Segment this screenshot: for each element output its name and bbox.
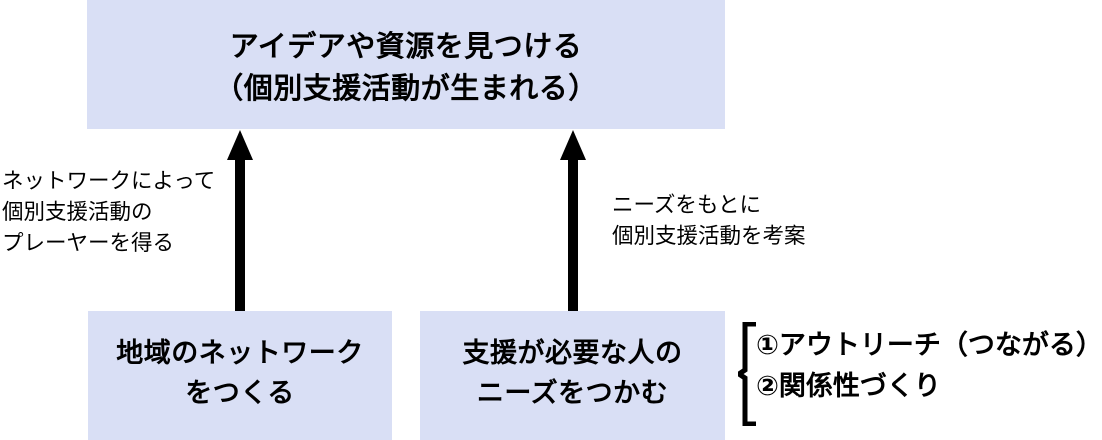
needs-box: 支援が必要な人の ニーズをつかむ [420, 311, 725, 440]
annotation-network-effect: ネットワークによって 個別支援活動の プレーヤーを得る [2, 166, 215, 259]
network-box: 地域のネットワーク をつくる [88, 311, 392, 440]
approach-list-item-2: ②関係性づくり [756, 371, 941, 401]
outcome-box-line-2: （個別支援活動が生まれる） [214, 72, 598, 105]
network-box-line-2: をつくる [185, 378, 295, 408]
arrow-network-to-outcome-icon [220, 129, 260, 312]
outcome-box-line-1: アイデアや資源を見つける [229, 30, 583, 63]
arrow-needs-to-outcome-icon [553, 129, 593, 312]
needs-box-line-2: ニーズをつかむ [476, 378, 669, 408]
approach-list-item-1: ①アウトリーチ（つながる） [756, 330, 1102, 360]
annotation-needs-based: ニーズをもとに 個別支援活動を考案 [612, 190, 806, 252]
annotation-network-effect-line-3: プレーヤーを得る [2, 231, 175, 255]
annotation-network-effect-line-2: 個別支援活動の [2, 200, 153, 224]
approach-list: ①アウトリーチ（つながる） ②関係性づくり [738, 322, 1102, 426]
annotation-needs-based-line-1: ニーズをもとに [612, 193, 761, 217]
network-box-line-1: 地域のネットワーク [116, 338, 364, 368]
needs-box-line-1: 支援が必要な人の [462, 338, 683, 368]
curly-brace-icon [738, 322, 764, 426]
outcome-box: アイデアや資源を見つける （個別支援活動が生まれる） [87, 0, 725, 129]
annotation-needs-based-line-2: 個別支援活動を考案 [612, 224, 806, 248]
annotation-network-effect-line-1: ネットワークによって [2, 169, 216, 193]
approach-list-items: ①アウトリーチ（つながる） ②関係性づくり [756, 325, 1102, 407]
